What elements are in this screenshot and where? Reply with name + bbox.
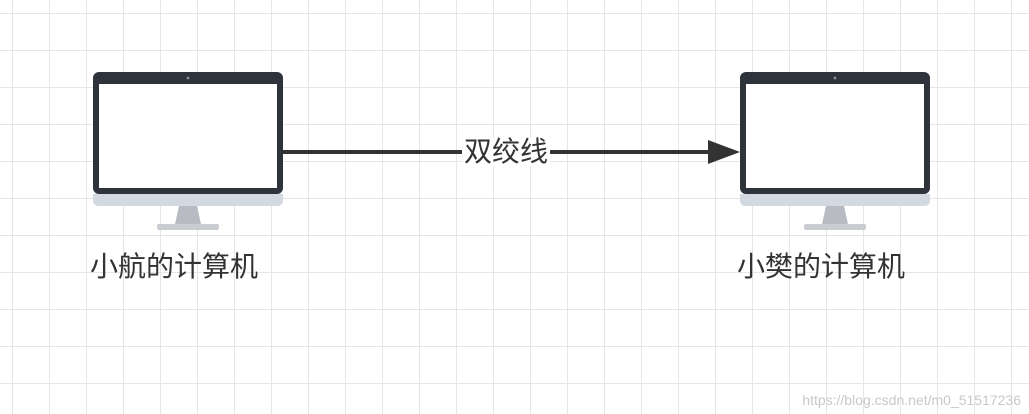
watermark-text: https://blog.csdn.net/m0_51517236 xyxy=(802,392,1021,408)
left-computer-node[interactable] xyxy=(93,72,283,232)
right-computer-node[interactable] xyxy=(740,72,930,232)
arrowhead-icon xyxy=(708,140,740,164)
monitor-icon xyxy=(740,72,930,230)
right-computer-label: 小樊的计算机 xyxy=(737,250,906,283)
monitor-icon xyxy=(93,72,283,230)
left-computer-label: 小航的计算机 xyxy=(90,250,259,283)
edge-label: 双绞线 xyxy=(462,135,551,168)
